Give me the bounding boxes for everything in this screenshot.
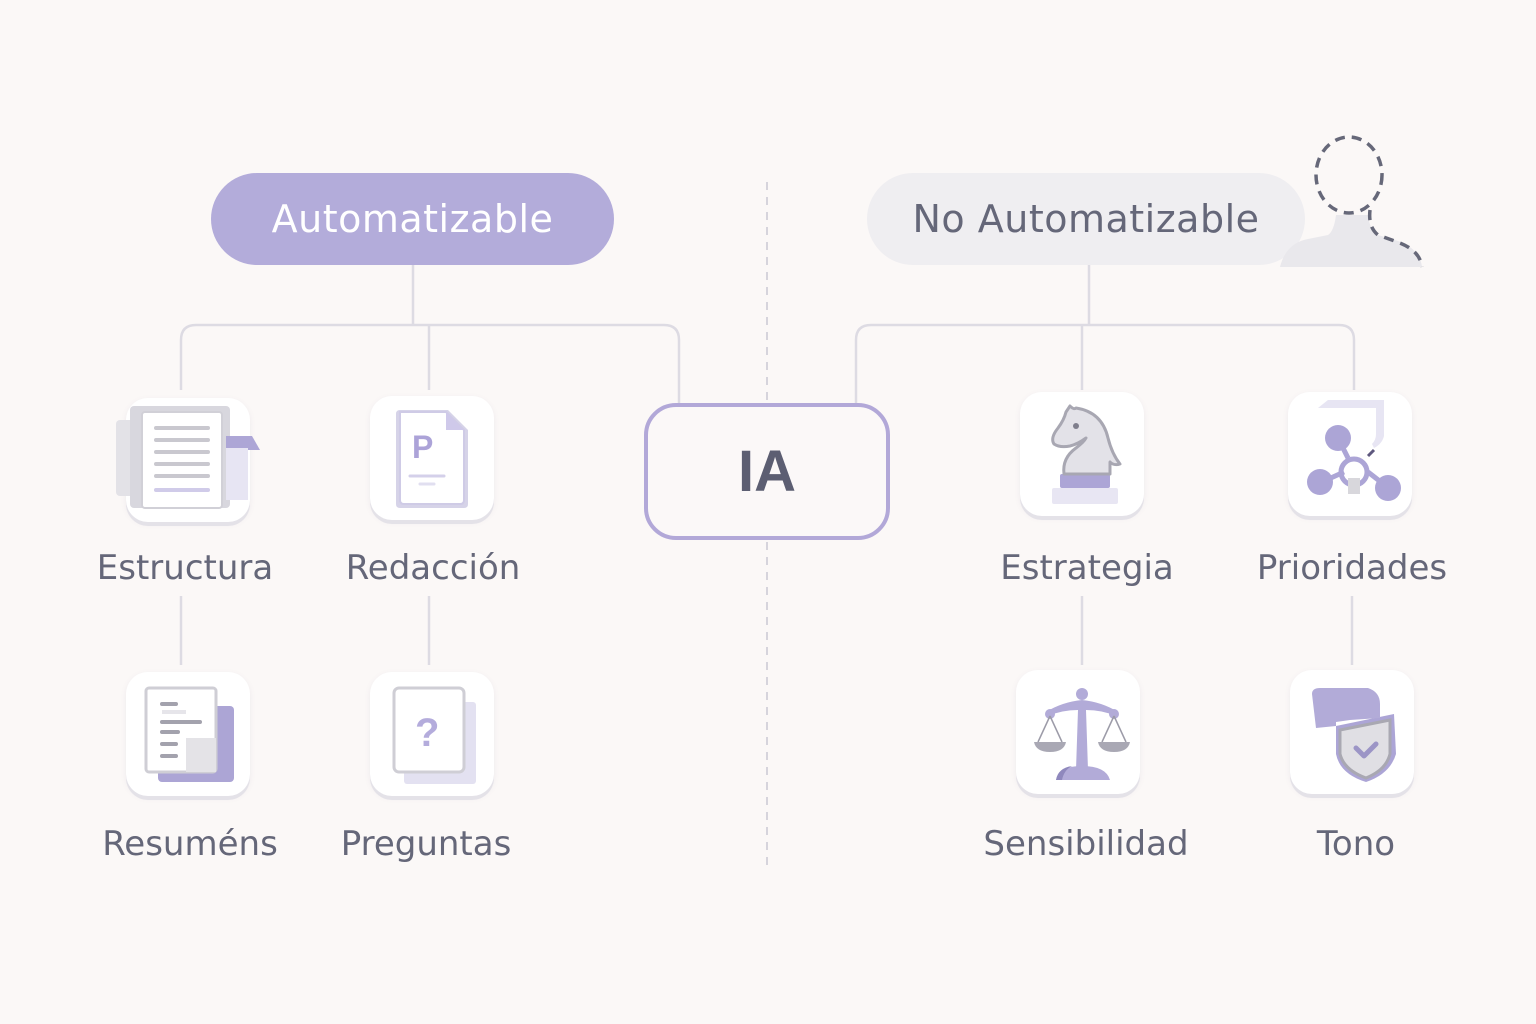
automatizable-header: Automatizable xyxy=(211,173,614,265)
card-sensibilidad[interactable] xyxy=(1016,670,1140,794)
balance-scale-icon xyxy=(1034,688,1130,780)
summary-document-icon xyxy=(144,686,234,782)
label-estrategia: Estrategia xyxy=(1000,548,1174,588)
document-stack-icon xyxy=(116,406,260,509)
ia-label: IA xyxy=(738,439,796,504)
no-automatizable-header: No Automatizable xyxy=(867,173,1305,265)
card-estructura[interactable] xyxy=(116,398,260,522)
card-tono[interactable] xyxy=(1290,670,1414,794)
speech-shield-icon xyxy=(1312,688,1396,782)
label-tono: Tono xyxy=(1316,824,1396,864)
network-nodes-icon xyxy=(1307,400,1401,501)
automatizable-title: Automatizable xyxy=(271,197,554,241)
ia-center-node: IA xyxy=(644,403,890,540)
question-document-icon: ? xyxy=(392,686,476,784)
label-preguntas: Preguntas xyxy=(340,824,512,864)
svg-text:?: ? xyxy=(415,711,439,755)
label-redaccion: Redacción xyxy=(345,548,521,588)
svg-text:P: P xyxy=(412,429,433,465)
label-resumenes: Resuméns xyxy=(102,824,278,864)
card-estrategia[interactable] xyxy=(1020,392,1144,516)
no-automatizable-title: No Automatizable xyxy=(912,197,1260,241)
chess-knight-icon xyxy=(1051,404,1122,504)
card-prioridades[interactable] xyxy=(1288,392,1412,516)
label-estructura: Estructura xyxy=(96,548,274,588)
card-redaccion[interactable]: P xyxy=(370,396,494,520)
card-preguntas[interactable]: ? xyxy=(370,672,494,796)
person-outline-icon xyxy=(1280,135,1424,268)
card-resumenes[interactable] xyxy=(126,672,250,796)
document-p-icon: P xyxy=(396,410,468,508)
label-sensibilidad: Sensibilidad xyxy=(983,824,1189,864)
label-prioridades: Prioridades xyxy=(1256,548,1448,588)
